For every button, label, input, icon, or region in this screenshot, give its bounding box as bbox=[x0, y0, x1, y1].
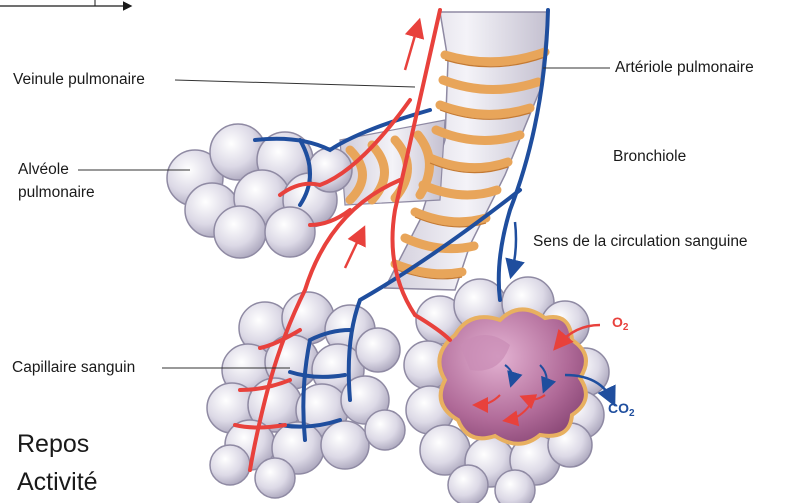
alveolar-sac-lower-left bbox=[207, 292, 405, 498]
label-bronchiole: Bronchiole bbox=[613, 147, 686, 167]
label-alveole-line1: Alvéole bbox=[18, 160, 69, 180]
label-co2: CO2 bbox=[608, 400, 635, 419]
label-arteriole-pulmonaire: Artériole pulmonaire bbox=[615, 58, 754, 78]
label-veinule-pulmonaire: Veinule pulmonaire bbox=[13, 70, 145, 90]
label-activite: Activité bbox=[17, 468, 98, 497]
top-left-arrow bbox=[0, 0, 130, 6]
label-o2: O2 bbox=[612, 314, 628, 333]
label-repos: Repos bbox=[17, 430, 89, 459]
label-capillaire-sanguin: Capillaire sanguin bbox=[12, 358, 135, 378]
label-sens-circulation: Sens de la circulation sanguine bbox=[533, 232, 748, 252]
label-alveole-line2: pulmonaire bbox=[18, 183, 95, 203]
alveolar-sac-upper bbox=[167, 124, 352, 258]
